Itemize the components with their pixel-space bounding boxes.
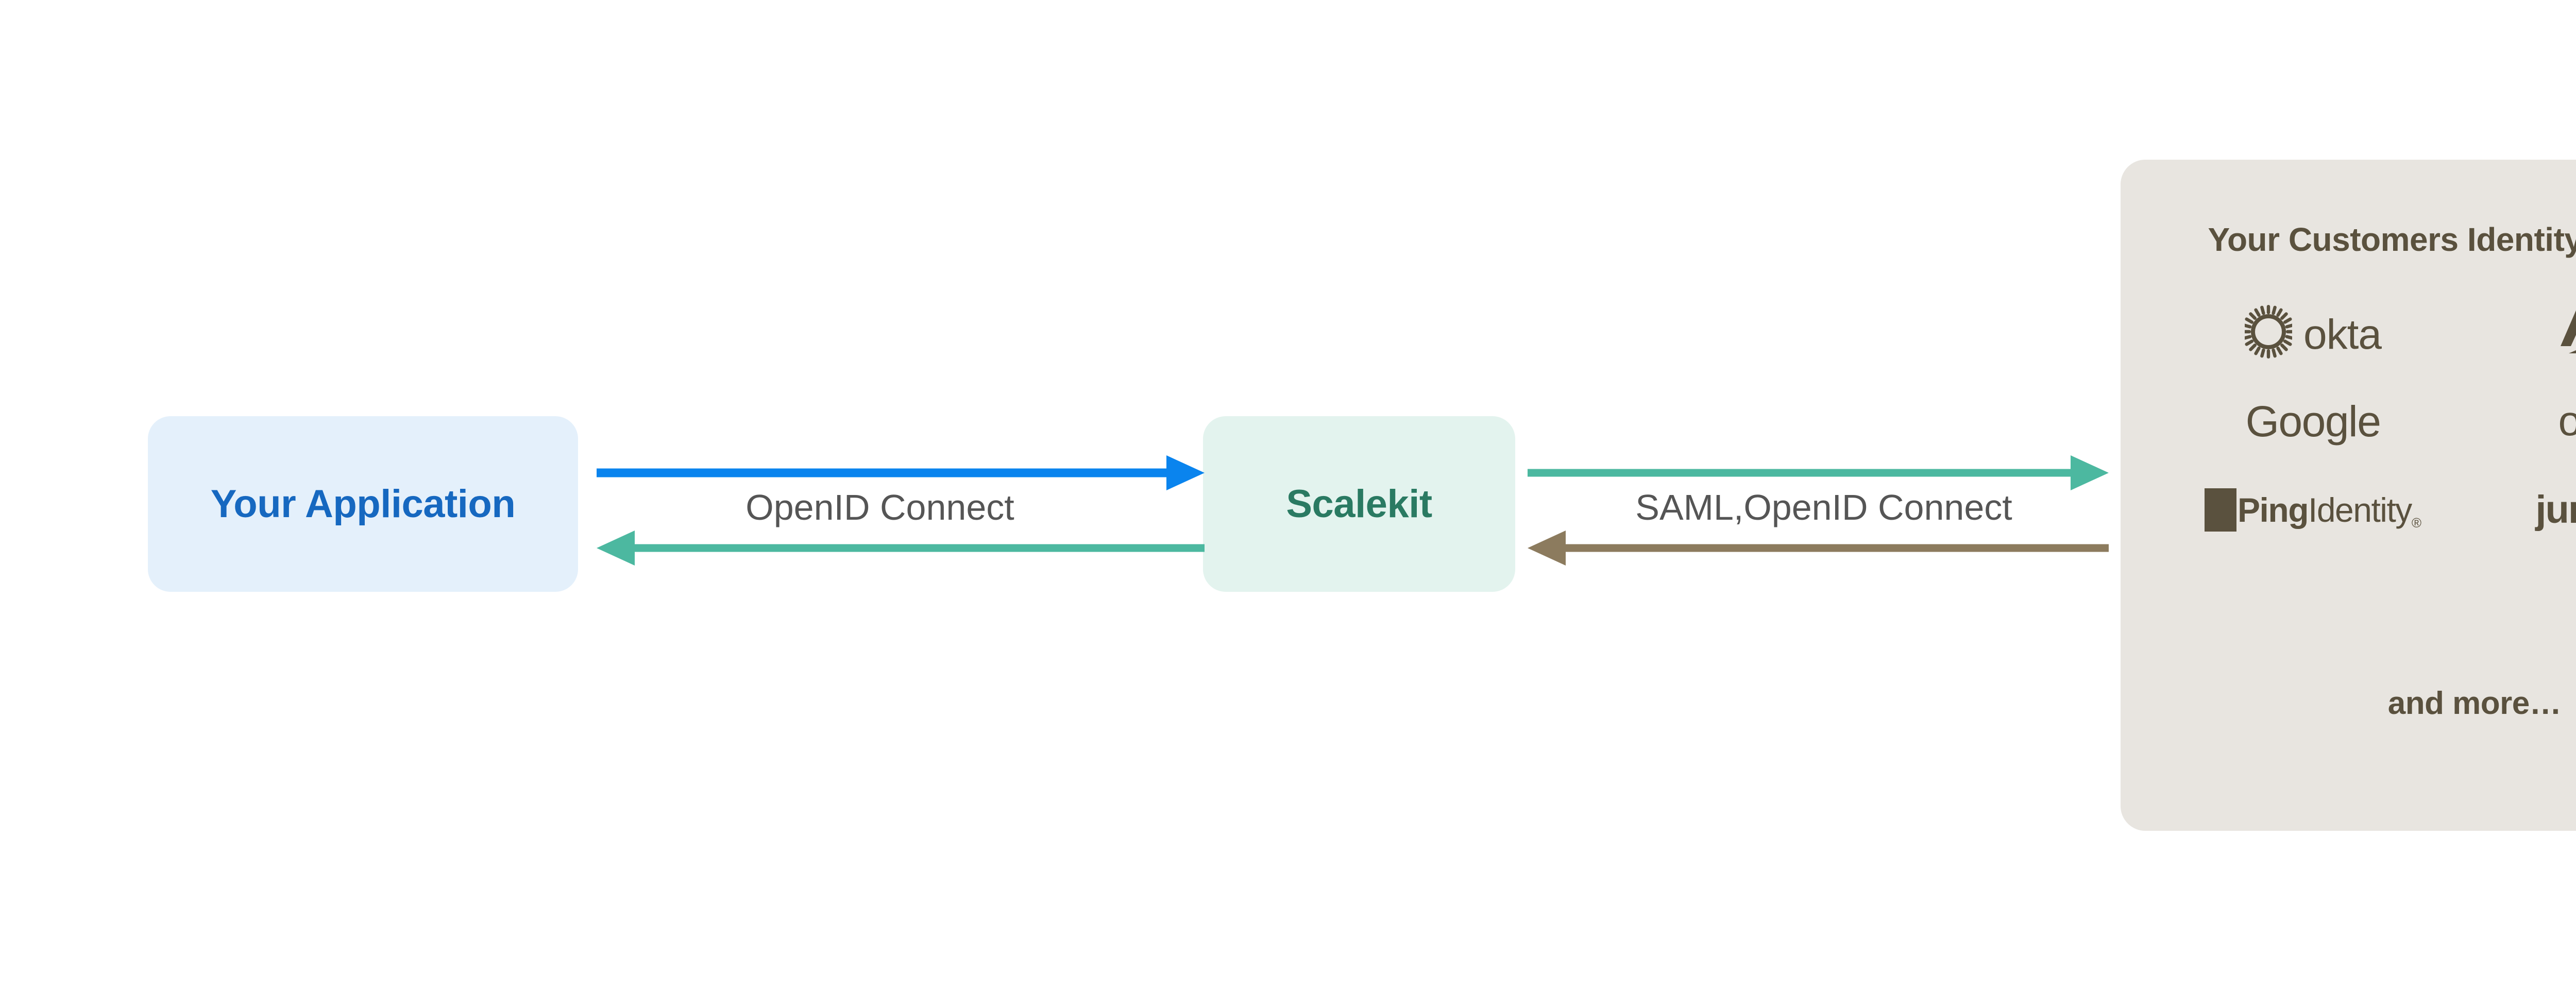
node-scalekit[interactable]: Scalekit — [1203, 416, 1515, 592]
okta-sunburst-icon — [2242, 304, 2295, 362]
ping-registered-icon: ® — [2411, 515, 2421, 531]
connection-label-saml-openid-connect: SAML,OpenID Connect — [1635, 487, 2012, 527]
identity-providers-grid: okta Azure Google onelogin — [2151, 288, 2576, 554]
ping-wordmark-bold: Ping — [2238, 491, 2309, 529]
provider-okta[interactable]: okta — [2242, 304, 2382, 362]
identity-providers-title: Your Customers Identity Providers — [2208, 221, 2576, 258]
provider-google[interactable]: Google — [2246, 400, 2381, 443]
node-your-application[interactable]: Your Application — [148, 416, 578, 592]
okta-wordmark: okta — [2303, 311, 2382, 358]
arrow-scalekit-to-idp-right — [1528, 455, 2109, 490]
provider-jumpcloud[interactable]: jumpcloud ™ — [2535, 490, 2576, 529]
provider-pingidentity[interactable]: Ping Identity ® — [2205, 488, 2421, 532]
arrow-idp-to-scalekit-left — [1528, 531, 2109, 566]
azure-triangle-icon — [2556, 306, 2576, 360]
ping-wordmark-light: Identity — [2308, 491, 2412, 529]
connection-label-openid-connect: OpenID Connect — [745, 487, 1014, 527]
arrow-scalekit-to-app-left — [597, 531, 1205, 566]
node-scalekit-label: Scalekit — [1286, 482, 1432, 526]
provider-onelogin[interactable]: onelogin — [2558, 400, 2576, 442]
provider-azure[interactable]: Azure — [2556, 306, 2576, 360]
jumpcloud-wordmark-icon: jumpcloud — [2535, 488, 2576, 532]
google-wordmark-icon: Google — [2245, 397, 2381, 446]
identity-providers-more-label: and more… — [2387, 686, 2562, 721]
ping-square-icon — [2205, 488, 2237, 532]
identity-providers-panel: Your Customers Identity Providers — [2121, 160, 2576, 831]
arrow-app-to-scalekit-right — [597, 455, 1205, 490]
onelogin-wordmark-icon: onelogin — [2558, 398, 2576, 445]
node-your-application-label: Your Application — [210, 482, 516, 526]
